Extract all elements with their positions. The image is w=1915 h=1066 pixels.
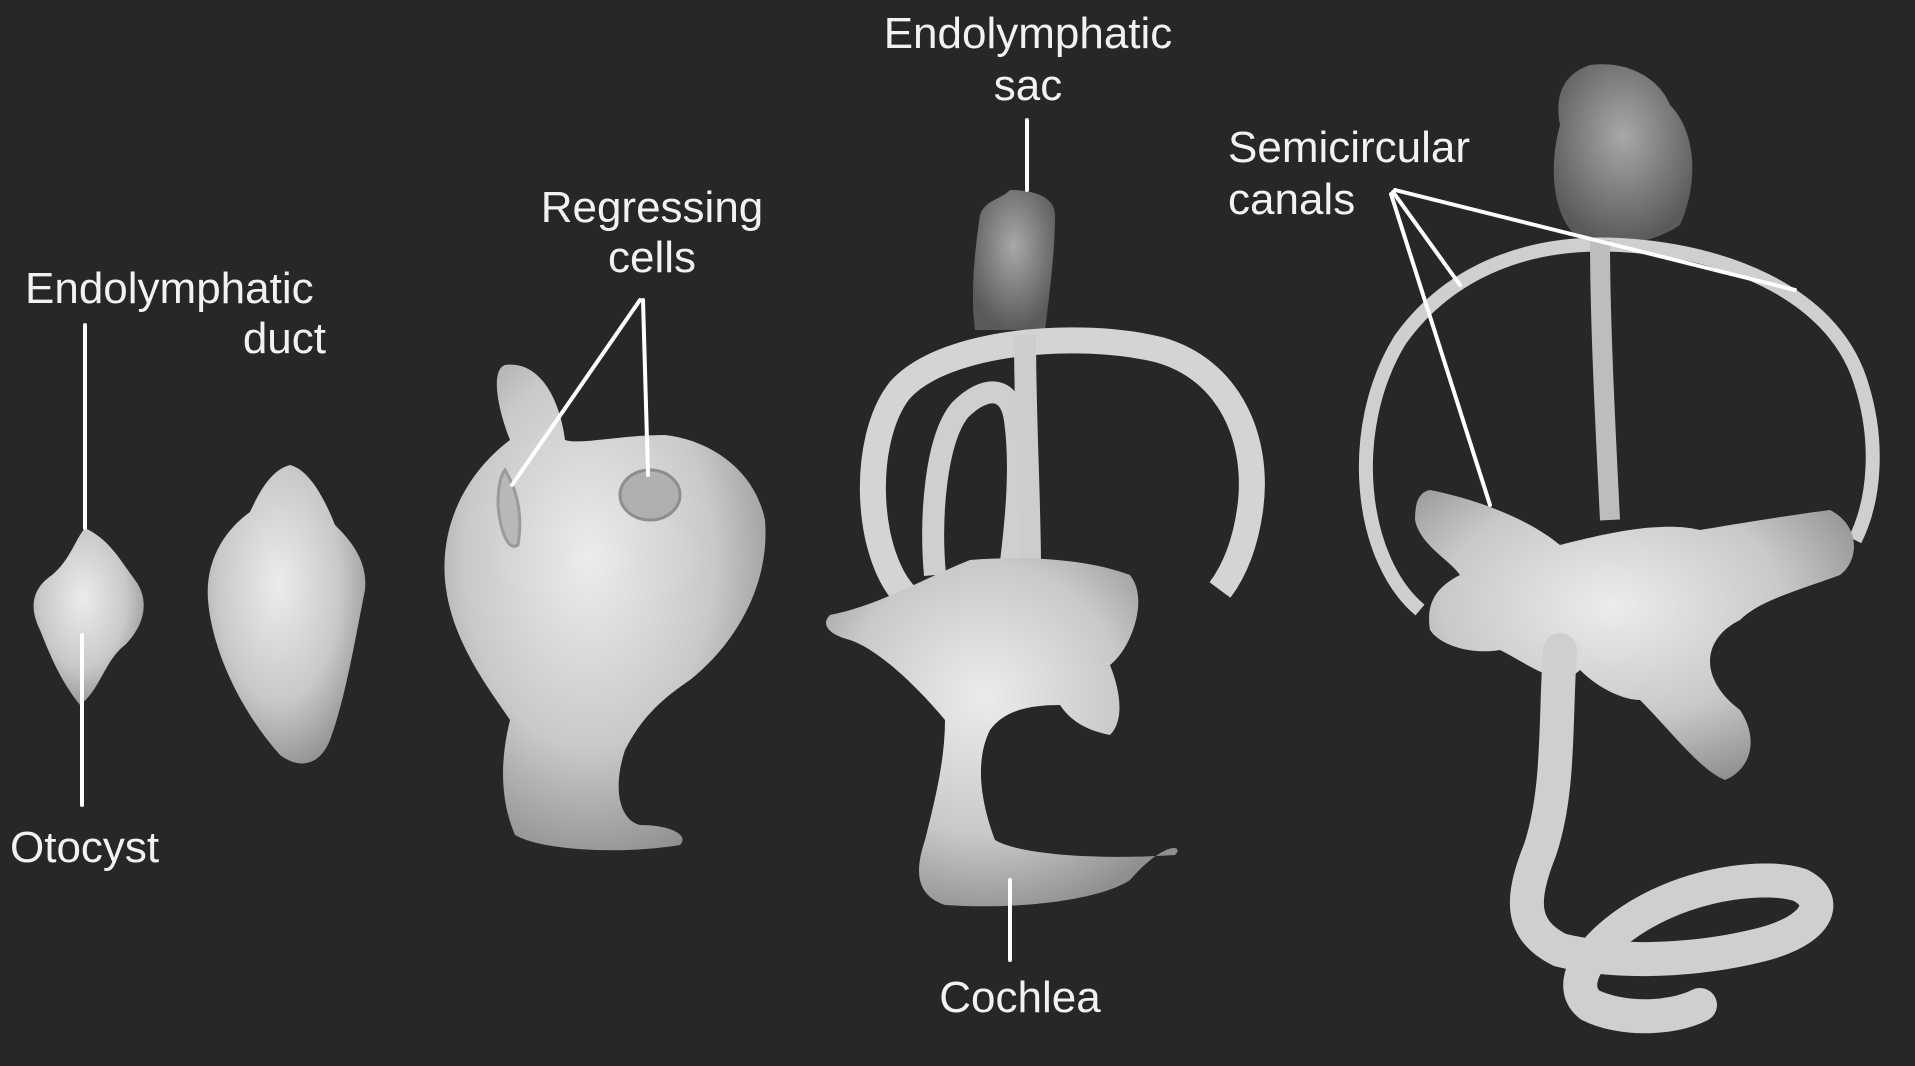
label-endolymphatic-duct-line2: duct xyxy=(243,314,326,363)
label-regressing-cells-line1: Regressing xyxy=(541,183,764,232)
label-endolymphatic-duct-line1: Endolymphatic xyxy=(25,264,314,313)
label-regressing-cells-line2: cells xyxy=(608,233,696,282)
canal-post xyxy=(1025,335,1030,570)
label-otocyst: Otocyst xyxy=(10,823,159,872)
label-cochlea: Cochlea xyxy=(939,973,1101,1022)
endolymphatic-sac-shape xyxy=(973,190,1055,330)
label-endolymphatic-sac-line2: sac xyxy=(994,61,1062,110)
label-semicircular-canals-line1: Semicircular xyxy=(1228,123,1470,172)
mature-canal-post xyxy=(1600,240,1610,520)
label-semicircular-canals-line2: canals xyxy=(1228,175,1355,224)
regressing-cells-patch xyxy=(620,470,680,520)
label-endolymphatic-sac-line1: Endolymphatic xyxy=(884,9,1173,58)
